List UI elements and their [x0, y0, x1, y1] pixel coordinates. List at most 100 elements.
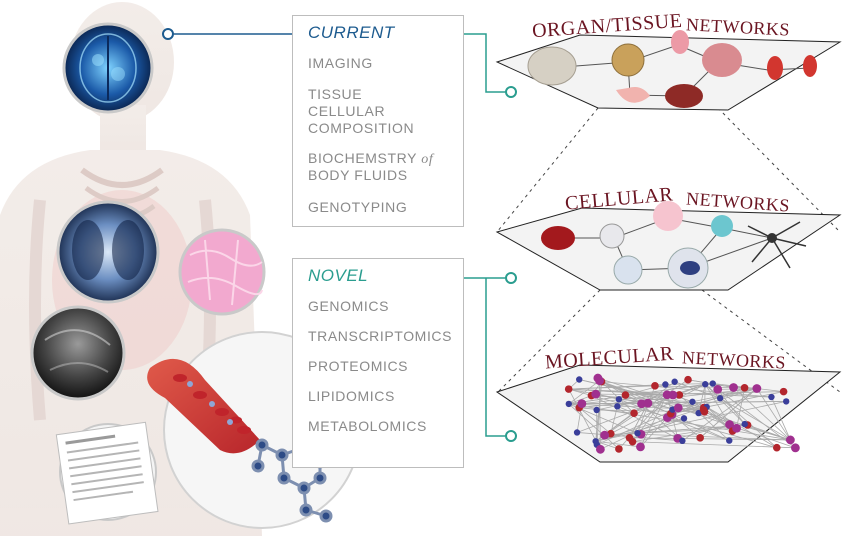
molecular-node — [725, 420, 734, 429]
novel-item-proteomics: PROTEOMICS — [308, 358, 409, 374]
molecular-edge — [604, 424, 748, 436]
molecular-node — [595, 444, 605, 454]
molecular-node — [740, 384, 749, 392]
molecular-edge — [699, 388, 758, 439]
molecular-edge — [679, 394, 730, 441]
molecular-edge — [601, 381, 642, 405]
molecular-edge — [771, 396, 791, 441]
molecular-edge — [568, 385, 655, 390]
novel-methods-box — [292, 258, 464, 468]
pink-cell-icon — [653, 201, 683, 231]
molecular-node — [782, 398, 790, 405]
current-methods-box — [292, 15, 464, 227]
molecular-node — [696, 434, 704, 442]
molecular-node — [564, 385, 573, 393]
molecular-edge — [637, 385, 656, 434]
molecular-edge — [597, 377, 791, 441]
molecular-node — [785, 435, 795, 445]
molecular-node — [679, 437, 686, 445]
molecular-edge — [717, 389, 796, 449]
kidney-right-icon — [803, 55, 817, 77]
brain-mri-inset — [62, 22, 154, 114]
molecular-node — [671, 378, 678, 385]
molecular-edge — [595, 440, 620, 450]
molecular-node — [726, 437, 733, 444]
molecular-node — [621, 391, 630, 399]
intestine-organ-icon — [702, 43, 742, 77]
molecular-node — [680, 415, 688, 422]
current-item-body-fluids: BODY FLUIDS — [308, 167, 408, 183]
current-box-title: CURRENT — [302, 23, 401, 43]
molecular-node — [779, 387, 788, 396]
molecular-edge — [704, 384, 730, 425]
layer-projection-lines — [496, 107, 841, 393]
molecular-node — [651, 382, 659, 390]
molecular-node — [684, 375, 692, 384]
current-item-composition: COMPOSITION — [308, 120, 415, 136]
molecular-node — [573, 429, 581, 436]
lung-organ-icon — [671, 30, 689, 54]
molecular-edge — [568, 383, 706, 405]
chest-xray-inset — [56, 200, 160, 304]
molecular-node — [716, 395, 724, 402]
molecular-node — [591, 389, 601, 399]
molecular-node — [741, 420, 748, 428]
molecular-edge — [736, 387, 745, 429]
molecular-node — [689, 398, 696, 405]
molecular-node — [790, 443, 800, 453]
molecular-edge — [632, 441, 796, 449]
molecular-node — [636, 442, 645, 452]
brain-organ-icon — [527, 46, 577, 86]
molecular-edge — [682, 388, 758, 442]
molecular-edge — [719, 397, 791, 441]
organ-tissue-network-plane — [495, 30, 842, 111]
novel-box-title: NOVEL — [302, 266, 375, 286]
novel-item-transcriptomics: TRANSCRIPTOMICS — [308, 328, 453, 344]
novel-item-metabolomics: METABOLOMICS — [308, 418, 427, 434]
molecular-edge — [610, 383, 706, 434]
novel-item-genomics: GENOMICS — [308, 298, 390, 314]
platelet-cell-icon — [599, 223, 625, 249]
molecular-edge — [629, 437, 791, 441]
molecular-node — [752, 384, 762, 393]
molecular-edge — [599, 380, 673, 411]
lab-report-inset — [55, 421, 159, 525]
spiky-cell-icon — [613, 255, 643, 285]
molecular-node — [732, 423, 741, 433]
molecular-node — [615, 445, 623, 453]
liver-organ-icon — [665, 84, 703, 108]
current-item-tissue: TISSUE — [308, 86, 363, 102]
current-item-genotyping: GENOTYPING — [308, 199, 408, 215]
novel-item-lipidomics: LIPIDOMICS — [308, 388, 395, 404]
current-connector — [162, 28, 305, 40]
molecular-edge — [641, 433, 791, 441]
ultrasound-inset — [30, 305, 126, 401]
molecular-node — [700, 407, 709, 416]
molecular-node — [637, 399, 646, 409]
molecular-node — [668, 390, 678, 400]
molecular-node — [673, 403, 683, 413]
molecular-edge — [674, 381, 721, 399]
molecular-edge — [581, 394, 668, 405]
stomach-organ-icon — [616, 87, 650, 103]
molecular-node — [593, 406, 600, 414]
molecular-node — [625, 433, 634, 442]
molecular-node — [630, 409, 638, 417]
molecular-edge — [618, 398, 730, 441]
molecular-network-plane — [495, 364, 842, 463]
current-item-biochemistry: BIOCHEMSTRY of — [308, 150, 433, 168]
current-item-imaging: IMAGING — [308, 55, 373, 71]
molecular-node — [565, 400, 573, 408]
molecular-edge — [579, 407, 635, 414]
histology-tissue-inset — [178, 228, 266, 316]
molecular-edge — [568, 380, 600, 405]
molecular-edge — [670, 413, 730, 441]
molecular-node — [576, 376, 583, 383]
cellular-network-plane — [495, 201, 842, 291]
red-blood-cell-icon — [541, 226, 575, 250]
molecular-node — [662, 381, 669, 388]
molecular-node — [709, 380, 716, 387]
molecular-node — [615, 396, 623, 403]
